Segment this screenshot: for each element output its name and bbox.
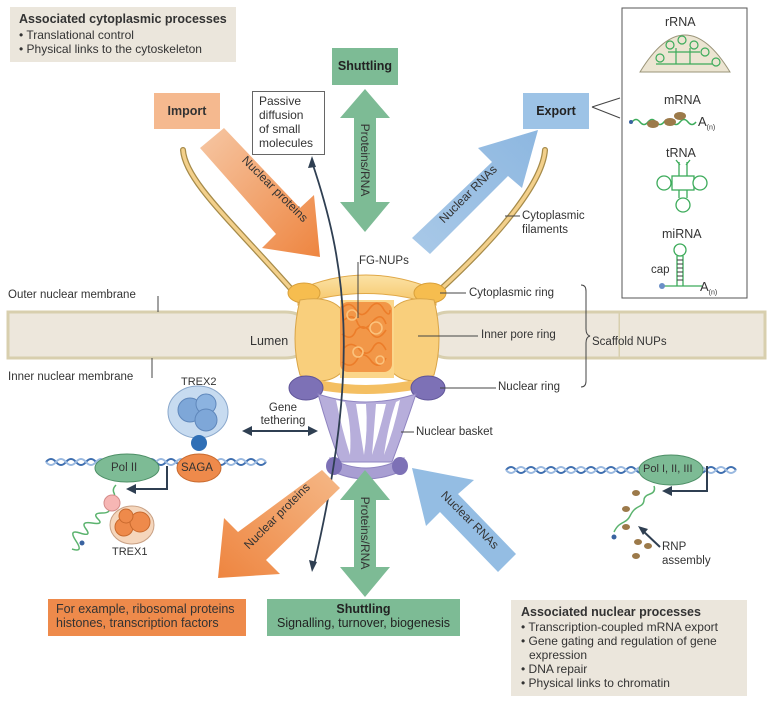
cytoplasmic-filaments-label: Cytoplasmic filaments <box>522 209 585 237</box>
left-transcription-site <box>45 385 267 551</box>
import-examples-box: For example, ribosomal proteins histones… <box>48 599 246 636</box>
passive-diffusion-line: Passive <box>259 94 302 108</box>
import-arrow-top <box>200 128 320 257</box>
rnp-assembly-label: RNP assembly <box>662 540 711 568</box>
fg-nups-mesh <box>340 302 392 372</box>
import-arrow-bottom <box>218 470 340 578</box>
right-transcription-site <box>505 454 737 559</box>
mirna-cap-label: cap <box>651 264 670 276</box>
gene-tethering-label: Gene tethering <box>258 402 308 428</box>
shuttling-box-top: Shuttling <box>332 48 398 85</box>
shuttling-box-bottom: Shuttling Signalling, turnover, biogenes… <box>267 599 460 636</box>
nuclear-process-item: • DNA repair <box>521 662 588 676</box>
polya-text: A <box>700 279 709 294</box>
pol-1-2-3-label: Pol I, II, III <box>643 463 693 475</box>
nuclear-process-continuation: expression <box>529 648 588 662</box>
nuclear-process-text: Gene gating and regulation of gene <box>528 634 717 648</box>
import-box: Import <box>154 93 220 129</box>
gene-tethering-line: Gene <box>268 402 298 414</box>
rrna-icon <box>639 34 731 73</box>
gene-tethering-line: tethering <box>260 415 306 427</box>
trna-icon <box>656 159 708 213</box>
mirna-icon <box>659 243 702 289</box>
lumen-label: Lumen <box>250 334 289 348</box>
polya-text: A <box>698 114 707 129</box>
nuclear-process-item: • Transcription-coupled mRNA export <box>521 620 718 634</box>
trex2-label: TREX2 <box>181 376 217 388</box>
shuttling-bottom-subtitle: Signalling, turnover, biogenesis <box>276 616 451 630</box>
passive-diffusion-line: diffusion <box>259 108 304 122</box>
export-arrow-bottom <box>412 468 516 572</box>
inner-pore-ring-label: Inner pore ring <box>481 329 556 341</box>
pol2-label: Pol II <box>111 462 138 474</box>
export-box: Export <box>523 93 589 129</box>
saga-label: SAGA <box>181 462 213 474</box>
nuclear-process-text: Physical links to chromatin <box>528 676 670 690</box>
outer-nuclear-membrane-label: Outer nuclear membrane <box>8 289 136 301</box>
scaffold-nups-label: Scaffold NUPs <box>592 336 667 348</box>
inner-nuclear-membrane-label: Inner nuclear membrane <box>8 371 134 383</box>
nuclear-process-text: Transcription-coupled mRNA export <box>528 620 718 634</box>
shuttle-arrow-top <box>340 89 390 232</box>
arrow-label-proteins-rna-bottom: Proteins/RNA <box>358 496 372 570</box>
mrna-label: mRNA <box>664 93 701 107</box>
import-examples-line: histones, transcription factors <box>56 616 219 630</box>
cytoplasmic-filaments-line: filaments <box>522 224 569 236</box>
polya-subscript: (n) <box>708 289 718 297</box>
passive-diffusion-line: molecules <box>259 136 314 150</box>
nuclear-process-item: • Gene gating and regulation of gene <box>521 634 717 648</box>
nuclear-pore-complex <box>287 274 447 480</box>
cytoplasmic-process-item: • Physical links to the cytoskeleton <box>19 42 202 56</box>
rrna-label: rRNA <box>665 15 696 29</box>
nuclear-process-text: DNA repair <box>528 662 588 676</box>
pore-leader-lines <box>357 97 621 433</box>
shuttle-arrow-bottom <box>340 470 390 597</box>
cytoplasmic-processes-title: Associated cytoplasmic processes <box>19 12 227 26</box>
mirna-label: miRNA <box>662 227 702 241</box>
polya-subscript: (n) <box>706 124 716 132</box>
gene-tethering-arrow <box>242 426 318 436</box>
cytoplasmic-ring-label: Cytoplasmic ring <box>469 287 554 299</box>
rnp-assembly-line: assembly <box>662 555 711 567</box>
rnp-assembly-line: RNP <box>662 541 687 553</box>
cytoplasmic-process-text: Physical links to the cytoskeleton <box>26 42 202 56</box>
mrna-polya-label: A(n) <box>698 114 715 132</box>
nuclear-ring-label: Nuclear ring <box>498 381 560 393</box>
arrow-label-proteins-rna-top: Proteins/RNA <box>358 123 372 197</box>
shuttling-bottom-title: Shuttling <box>336 602 391 616</box>
cytoplasmic-processes-box: Associated cytoplasmic processes • Trans… <box>10 7 236 62</box>
cytoplasmic-filaments-line: Cytoplasmic <box>522 210 585 222</box>
export-arrow-top <box>412 130 538 254</box>
passive-diffusion-box: Passive diffusion of small molecules <box>252 91 325 155</box>
trex1-label: TREX1 <box>112 546 148 558</box>
trna-label: tRNA <box>666 146 696 160</box>
fg-nups-label: FG-NUPs <box>359 255 409 267</box>
cytoplasmic-process-item: • Translational control <box>19 28 134 42</box>
passive-diffusion-line: of small <box>259 122 301 136</box>
nuclear-process-item: • Physical links to chromatin <box>521 676 670 690</box>
nuclear-basket-label: Nuclear basket <box>416 426 493 438</box>
mirna-polya-label: A(n) <box>700 279 717 297</box>
mrna-icon <box>629 112 697 128</box>
cytoplasmic-process-text: Translational control <box>26 28 134 42</box>
nuclear-processes-box: Associated nuclear processes • Transcrip… <box>511 600 747 696</box>
cytoplasmic-filaments <box>180 147 548 293</box>
nuclear-processes-title: Associated nuclear processes <box>521 605 701 619</box>
import-examples-line: For example, ribosomal proteins <box>56 602 235 616</box>
